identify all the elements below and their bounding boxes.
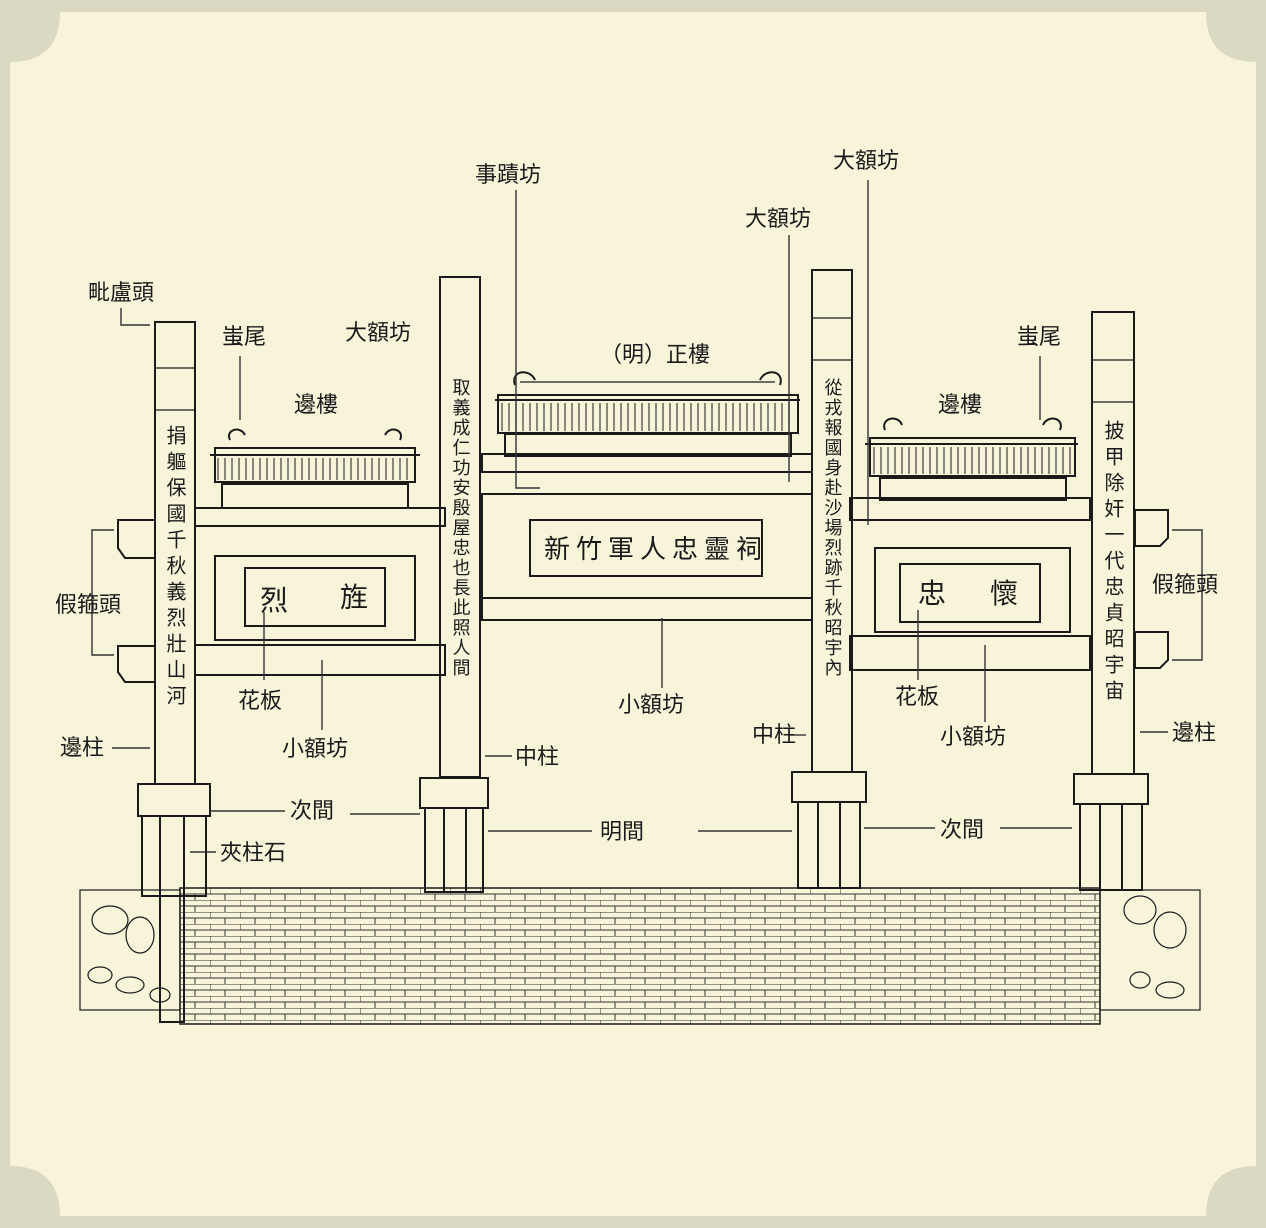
stone-left: [79, 889, 181, 1011]
pillar-4: [1073, 311, 1149, 891]
plaque-left-char-1: 烈: [260, 584, 288, 617]
inscription-pillar-4: 披甲除奸一代忠貞昭宇宙: [1101, 420, 1125, 706]
plaque-right-frame: [899, 563, 1041, 623]
pillar-1: [137, 321, 211, 1023]
roof-left: [210, 428, 420, 509]
label-bianlou-right: 邊樓: [938, 393, 982, 418]
roof-right: [865, 417, 1078, 501]
leader-lines: [91, 180, 1203, 853]
brick-wall: [179, 887, 1101, 1025]
label-dae-fang-2: 大額坊: [745, 207, 811, 232]
plaque-right-char-1: 忠: [918, 577, 946, 610]
roof-center: [495, 371, 800, 457]
huaban-panel-right: [874, 547, 1071, 633]
label-xiaoefang-right: 小額坊: [940, 725, 1006, 750]
label-shijifang: 事蹟坊: [475, 163, 541, 188]
huaban-panel-left: [214, 555, 416, 641]
label-huaban-right: 花板: [895, 685, 939, 710]
label-chiwei-left: 蚩尾: [222, 325, 266, 350]
plaque-center-frame: [529, 519, 763, 577]
labels: 毗盧頭 蚩尾 邊樓 大額坊 事蹟坊 （明）正樓 大額坊 大額坊 蚩尾 邊樓 假箍…: [55, 149, 1218, 866]
inscription-pillar-1: 捐軀保國千秋義烈壯山河: [163, 425, 187, 711]
jiagutou-left-upper: [117, 519, 156, 559]
lower-beam-right: [849, 635, 1091, 671]
label-dae-fang-3: 大額坊: [833, 149, 899, 174]
label-xiaoefang-center: 小額坊: [618, 693, 684, 718]
plaques: 烈 旌 新竹軍人忠靈祠 忠 懷: [260, 535, 1018, 617]
inscription-pillar-3: 從戎報國身赴沙場烈跡千秋昭宇內: [822, 378, 843, 678]
label-bianlou-left: 邊樓: [294, 393, 338, 418]
stone-right: [1099, 889, 1201, 1011]
inscription-pillar-2: 取義成仁功安殷屋忠也長此照人間: [450, 378, 471, 678]
roof-tiles: [217, 403, 1071, 480]
roofs: [210, 371, 1078, 509]
label-zhenglou: （明）正樓: [600, 343, 710, 368]
label-bianzhu-left: 邊柱: [60, 736, 104, 761]
inscriptions: 捐軀保國千秋義烈壯山河 取義成仁功安殷屋忠也長此照人間 從戎報國身赴沙場烈跡千秋…: [163, 378, 1125, 711]
label-huaban-left: 花板: [238, 689, 282, 714]
label-jiazhushi: 夾柱石: [220, 841, 286, 866]
label-bianzhu-right: 邊柱: [1172, 721, 1216, 746]
label-jiagutou-left: 假箍頭: [55, 593, 121, 618]
label-cijian-right: 次間: [940, 818, 984, 843]
label-chiwei-right: 蚩尾: [1017, 325, 1061, 350]
label-zhongzhu-right: 中柱: [752, 723, 796, 748]
label-cijian-left: 次間: [290, 799, 334, 824]
pillars: [137, 269, 1149, 1023]
plaque-left-char-2: 旌: [340, 581, 368, 614]
pillar-3: [791, 269, 867, 889]
label-chiluhtou: 毗盧頭: [88, 281, 154, 306]
plaque-left-frame: [244, 567, 386, 627]
jiagutou-left-lower: [117, 645, 156, 683]
pillar-2: [419, 276, 489, 893]
label-jiagutou-right: 假箍頭: [1152, 573, 1218, 598]
label-zhongzhu-left: 中柱: [515, 745, 559, 770]
label-mingjian: 明間: [600, 820, 644, 845]
brick-base: [79, 887, 1201, 1025]
upper-beam-right: [849, 497, 1091, 521]
label-xiaoefang-left: 小額坊: [282, 737, 348, 762]
label-dae-fang-1: 大額坊: [345, 321, 411, 346]
plaque-right-char-2: 懷: [990, 577, 1018, 610]
plaque-center-text: 新竹軍人忠靈祠: [544, 535, 768, 565]
